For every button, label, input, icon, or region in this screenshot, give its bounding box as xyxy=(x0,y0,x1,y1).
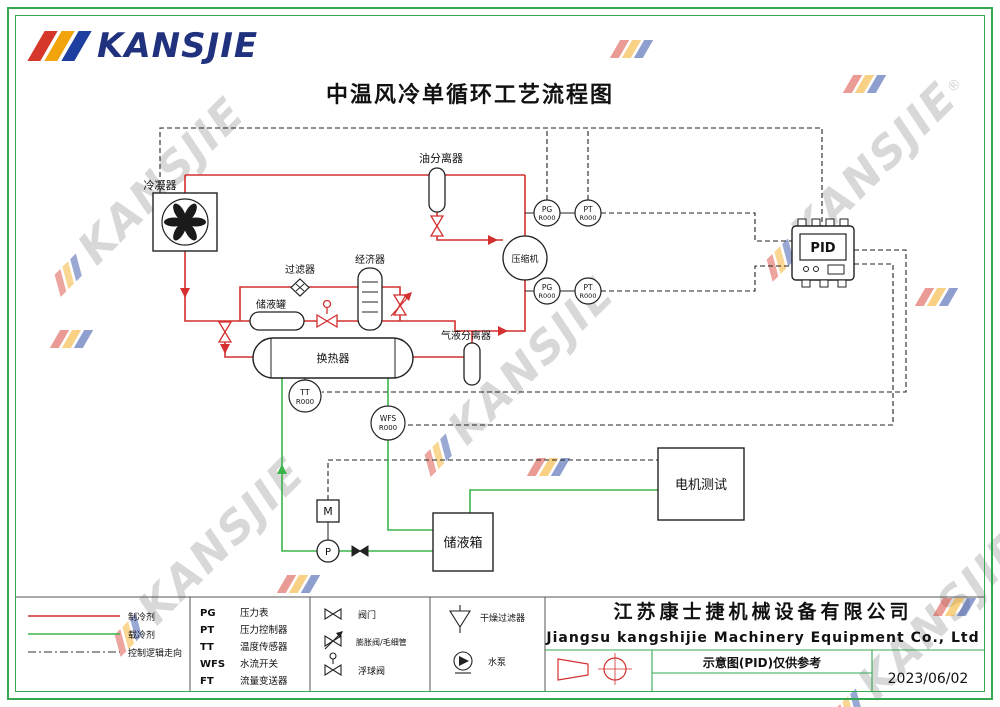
expansion-valve-icon xyxy=(392,294,408,316)
legend-abbr-tt-label: 温度传感器 xyxy=(240,641,288,653)
valve-icon xyxy=(429,215,445,237)
heat-exchanger-vessel xyxy=(252,337,414,379)
legend-dry-filter-icon xyxy=(449,605,471,633)
economizer-label: 经济器 xyxy=(355,253,385,266)
expansion-valve-arrowhead xyxy=(403,292,412,301)
pg2-type: PG xyxy=(542,283,553,292)
receiver-vessel xyxy=(249,311,305,331)
pump-symbol xyxy=(316,539,340,563)
legend-water-pump-icon xyxy=(453,651,473,674)
legend-line-samples xyxy=(28,615,120,653)
pressure-gauges xyxy=(533,199,602,305)
company-name-en: Jiangsu kangshijie Machinery Equipment C… xyxy=(545,630,979,646)
fan-icon xyxy=(164,203,206,241)
legend-coolant-label: 载冷剂 xyxy=(128,629,155,641)
expansion-valve-arrow xyxy=(390,295,410,317)
legend-water-pump-label: 水泵 xyxy=(488,656,506,668)
drawing-date: 2023/06/02 xyxy=(888,671,969,687)
temperature-sensor xyxy=(288,379,322,413)
legend-abbr-ft-label: 流量变送器 xyxy=(240,675,288,687)
legend-abbr-pg: PG xyxy=(200,608,216,619)
motor-test-box xyxy=(657,447,745,521)
titleblock-grid xyxy=(545,649,984,691)
motor-label: M xyxy=(323,505,333,518)
pt1-type: PT xyxy=(583,205,593,214)
oil-separator-vessel xyxy=(428,167,446,213)
pg1-type: PG xyxy=(542,205,553,214)
pid-controller xyxy=(791,218,855,288)
refrigerant-flow-arrow xyxy=(180,235,508,354)
pt2-type: PT xyxy=(583,283,593,292)
gas-liquid-separator-label: 气液分离器 xyxy=(441,329,491,342)
legend-expansion-valve-label: 膨胀阀/毛细管 xyxy=(356,637,407,647)
legend-abbr-pg-label: 压力表 xyxy=(240,607,269,619)
oil-separator-label: 油分离器 xyxy=(419,151,463,165)
instrument-stems xyxy=(304,212,575,540)
condenser xyxy=(152,192,218,252)
legend-valve-label: 阀门 xyxy=(358,609,376,621)
legend-float-valve-label: 浮球阀 xyxy=(358,665,385,677)
wfs-type: WFS xyxy=(380,414,397,423)
legend-abbr-ft: FT xyxy=(200,676,214,687)
drawing-title: 中温风冷单循环工艺流程图 xyxy=(326,82,614,108)
water-flow-switch xyxy=(370,405,406,441)
legend-float-valve-icon xyxy=(324,652,342,676)
float-ball-icon xyxy=(322,299,332,309)
legend-abbr-pt: PT xyxy=(200,625,214,636)
condenser-label: 冷凝器 xyxy=(144,178,177,192)
compressor-label: 压缩机 xyxy=(511,253,538,265)
valve-icon xyxy=(351,545,369,557)
legend-grid xyxy=(16,596,984,691)
valve-symbols xyxy=(217,215,445,343)
legend-valve-icon xyxy=(324,608,342,620)
economizer-vessel xyxy=(357,267,383,331)
filter-symbol xyxy=(290,278,310,297)
float-valve-icon xyxy=(316,313,338,329)
logo-text: KANSJIE xyxy=(97,26,259,66)
motor-test-label: 电机测试 xyxy=(675,478,727,493)
legend-abbr-wfs: WFS xyxy=(200,659,225,670)
company-name-cn: 江苏康士捷机械设备有限公司 xyxy=(613,600,912,623)
compressor-symbol xyxy=(502,235,548,281)
filter-label: 过滤器 xyxy=(285,263,315,276)
pt1-tag: R000 xyxy=(580,214,597,222)
control-logic-lines xyxy=(159,127,907,500)
receiver-label: 储液罐 xyxy=(256,298,286,311)
motor-box xyxy=(316,499,340,523)
tt-tag: R000 xyxy=(296,398,314,406)
pump-label: P xyxy=(325,547,331,558)
brand-slashes-icon xyxy=(27,31,92,61)
sheet-border-inner xyxy=(15,15,985,692)
drawing-note: 示意图(PID)仅供参考 xyxy=(702,655,821,670)
projection-symbol-icon xyxy=(557,653,632,685)
gas-liquid-separator-vessel xyxy=(463,342,481,386)
legend-control-label: 控制逻辑走向 xyxy=(128,647,182,659)
legend-abbr-wfs-label: 水流开关 xyxy=(240,658,279,670)
coolant-flow-arrow xyxy=(277,464,287,474)
legend-abbr-pt-label: 压力控制器 xyxy=(240,624,288,636)
pt2-tag: R000 xyxy=(580,292,597,300)
company-logo: KANSJIE xyxy=(27,26,259,66)
legend-dry-filter-label: 干燥过滤器 xyxy=(480,612,525,624)
pid-label: PID xyxy=(810,241,835,256)
pg2-tag: R000 xyxy=(539,292,556,300)
heat-exchanger-label: 换热器 xyxy=(317,351,350,365)
storage-tank-box xyxy=(432,512,494,572)
pg1-tag: R000 xyxy=(539,214,556,222)
valve-icon xyxy=(217,321,233,343)
sheet-border-outer xyxy=(7,7,993,700)
wfs-tag: R000 xyxy=(379,424,397,432)
legend-refrigerant-label: 制冷剂 xyxy=(128,611,155,623)
legend-abbr-tt: TT xyxy=(200,642,214,653)
refrigerant-lines xyxy=(184,174,526,358)
legend-expansion-valve-icon xyxy=(324,631,343,650)
coolant-lines xyxy=(281,378,660,552)
storage-tank-label: 储液箱 xyxy=(443,535,482,551)
tt-type: TT xyxy=(299,388,310,397)
